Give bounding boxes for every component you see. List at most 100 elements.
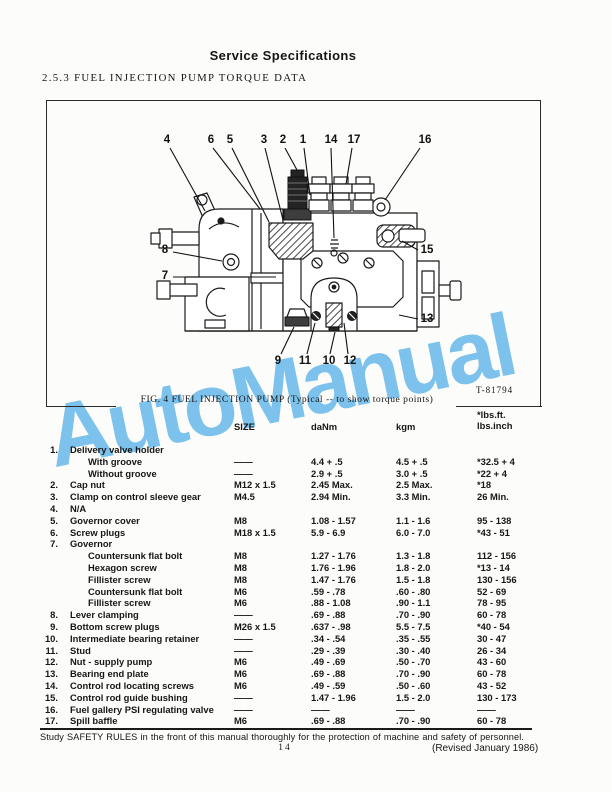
row-item: Countersunk flat bolt bbox=[88, 550, 183, 562]
row-number: 14. bbox=[44, 679, 58, 691]
row-item: Delivery valve holder bbox=[70, 444, 164, 455]
row-kgm: 1.8 - 2.0 bbox=[396, 561, 431, 573]
page-number: 14 bbox=[278, 743, 292, 753]
row-kgm: .30 - .40 bbox=[396, 644, 431, 656]
row-lbs: —— bbox=[477, 703, 496, 715]
table-row: Countersunk flat bolt M6 .59 - .78 .60 -… bbox=[0, 586, 612, 598]
row-number: 12. bbox=[44, 656, 58, 668]
table-row: Without groove —— 2.9 + .5 3.0 + .5 *22 … bbox=[0, 468, 612, 480]
row-lbs: 52 - 69 bbox=[477, 585, 507, 597]
row-item: N/A bbox=[70, 502, 87, 514]
row-size: M6 bbox=[234, 679, 248, 691]
row-item: Fillister screw bbox=[88, 597, 151, 609]
row-kgm: 1.3 - 1.8 bbox=[396, 550, 431, 562]
row-kgm: 5.5 - 7.5 bbox=[396, 620, 431, 632]
row-size: M8 bbox=[234, 514, 248, 526]
row-lbs: 60 - 78 bbox=[477, 715, 507, 727]
callout-line-10 bbox=[329, 331, 336, 355]
figure-border-segment bbox=[46, 405, 116, 407]
row-danm: .34 - .54 bbox=[311, 632, 346, 644]
row-danm: .69 - .88 bbox=[311, 715, 346, 727]
row-size: —— bbox=[234, 644, 253, 656]
row-lbs: 112 - 156 bbox=[477, 550, 517, 562]
torque-table: 1. Delivery valve holder With groove —— … bbox=[0, 444, 612, 727]
row-kgm: .50 - .70 bbox=[396, 656, 431, 668]
row-item: Nut - supply pump bbox=[70, 656, 153, 668]
callout-number-14: 14 bbox=[325, 134, 338, 146]
callout-line-16 bbox=[384, 147, 421, 201]
table-row: 11. Stud —— .29 - .39 .30 - .40 26 - 34 bbox=[0, 645, 612, 657]
row-danm: 2.45 Max. bbox=[311, 479, 353, 491]
row-danm: .29 - .39 bbox=[311, 644, 346, 656]
row-size: M8 bbox=[234, 561, 248, 573]
row-size: M6 bbox=[234, 585, 248, 597]
row-kgm: 1.5 - 2.0 bbox=[396, 691, 431, 703]
callout-line-4 bbox=[169, 147, 206, 212]
row-size: —— bbox=[234, 691, 253, 703]
table-row: 6. Screw plugs M18 x 1.5 5.9 - 6.9 6.0 -… bbox=[0, 527, 612, 539]
callout-number-17: 17 bbox=[348, 134, 361, 146]
row-item: Countersunk flat bolt bbox=[88, 585, 183, 597]
row-kgm: 6.0 - 7.0 bbox=[396, 526, 431, 538]
row-number: 3. bbox=[50, 491, 58, 503]
row-size: M6 bbox=[234, 597, 248, 609]
row-item: Bearing end plate bbox=[70, 668, 149, 680]
table-row: 1. Delivery valve holder bbox=[0, 444, 612, 456]
row-kgm: .50 - .60 bbox=[396, 679, 431, 691]
row-danm: —— bbox=[311, 703, 330, 715]
row-lbs: *43 - 51 bbox=[477, 526, 510, 538]
row-item: Stud bbox=[70, 644, 91, 656]
figure-caption: FIG. 4 FUEL INJECTION PUMP (Typical -- t… bbox=[140, 394, 434, 405]
callout-line-5 bbox=[231, 147, 270, 223]
row-kgm: —— bbox=[396, 703, 415, 715]
callout-line-13 bbox=[398, 314, 419, 320]
callout-number-12: 12 bbox=[344, 355, 357, 367]
row-item: Without groove bbox=[88, 467, 157, 479]
row-item: Fillister screw bbox=[88, 573, 151, 585]
section-heading: 2.5.3 FUEL INJECTION PUMP TORQUE DATA bbox=[42, 72, 308, 84]
row-kgm: .70 - .90 bbox=[396, 668, 431, 680]
row-number: 13. bbox=[44, 668, 58, 680]
table-row: 7. Governor bbox=[0, 538, 612, 550]
callout-number-16: 16 bbox=[419, 134, 432, 146]
callout-number-6: 6 bbox=[208, 134, 214, 146]
callout-number-3: 3 bbox=[261, 134, 267, 146]
row-danm: 1.27 - 1.76 bbox=[311, 550, 356, 562]
callout-line-14 bbox=[330, 147, 335, 239]
callout-number-15: 15 bbox=[421, 244, 434, 256]
callout-line-11 bbox=[306, 322, 316, 355]
row-lbs: 95 - 138 bbox=[477, 514, 512, 526]
row-number: 8. bbox=[50, 609, 58, 621]
callout-number-10: 10 bbox=[323, 355, 336, 367]
row-kgm: 4.5 + .5 bbox=[396, 455, 428, 467]
table-row: Hexagon screw M8 1.76 - 1.96 1.8 - 2.0 *… bbox=[0, 562, 612, 574]
row-size: M18 x 1.5 bbox=[234, 526, 276, 538]
callout-number-8: 8 bbox=[162, 244, 169, 256]
row-item: Governor bbox=[70, 538, 113, 550]
row-item: With groove bbox=[88, 455, 143, 467]
callout-number-1: 1 bbox=[300, 134, 307, 146]
revision-date: (Revised January 1986) bbox=[432, 743, 539, 754]
callout-line-1 bbox=[303, 147, 311, 196]
row-item: Control rod locating screws bbox=[70, 679, 194, 691]
footer-rule bbox=[40, 728, 532, 730]
row-danm: 1.47 - 1.96 bbox=[311, 691, 356, 703]
row-size: M8 bbox=[234, 550, 248, 562]
row-lbs: *40 - 54 bbox=[477, 620, 510, 632]
row-lbs: 30 - 47 bbox=[477, 632, 507, 644]
table-row: 10. Intermediate bearing retainer —— .34… bbox=[0, 633, 612, 645]
row-item: Bottom screw plugs bbox=[70, 620, 160, 632]
row-lbs: 130 - 156 bbox=[477, 573, 517, 585]
row-kgm: 2.5 Max. bbox=[396, 479, 433, 491]
row-danm: 1.76 - 1.96 bbox=[311, 561, 356, 573]
table-row: Countersunk flat bolt M8 1.27 - 1.76 1.3… bbox=[0, 550, 612, 562]
row-danm: .637 - .98 bbox=[311, 620, 351, 632]
row-number: 1. bbox=[50, 444, 58, 455]
row-lbs: 78 - 95 bbox=[477, 597, 507, 609]
row-size: M12 x 1.5 bbox=[234, 479, 276, 491]
row-lbs: 130 - 173 bbox=[477, 691, 517, 703]
page-title: Service Specifications bbox=[209, 48, 357, 63]
row-kgm: .70 - .90 bbox=[396, 609, 431, 621]
